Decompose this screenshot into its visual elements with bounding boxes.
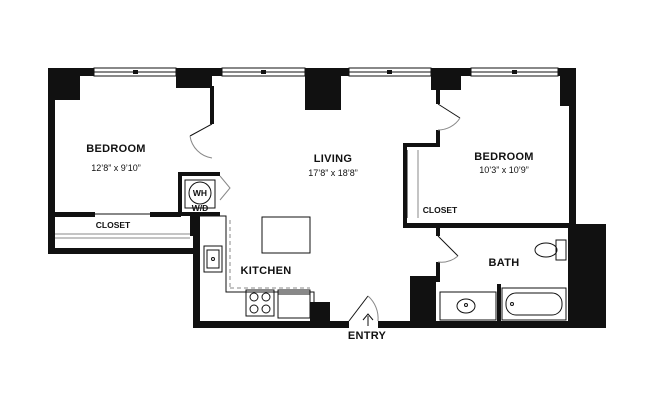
kitchen-name: KITCHEN bbox=[241, 265, 292, 277]
bath-fixtures bbox=[439, 239, 567, 321]
doors bbox=[55, 103, 461, 322]
interior-walls bbox=[55, 86, 569, 324]
closet-left-label: CLOSET bbox=[96, 220, 131, 230]
closet-right-label: CLOSET bbox=[423, 205, 458, 215]
bedroom-right-dims: 10’3” x 10’9” bbox=[479, 165, 529, 175]
bedroom-left-dims: 12’8” x 9’10” bbox=[91, 163, 141, 173]
entry-arrow-icon bbox=[362, 313, 374, 326]
washer-dryer-label: W/D bbox=[192, 203, 209, 213]
entry-label: ENTRY bbox=[348, 330, 387, 342]
living-dims: 17’8” x 18’8” bbox=[308, 168, 358, 178]
exterior-walls bbox=[48, 68, 606, 328]
bath-name: BATH bbox=[489, 257, 520, 269]
laundry-fixtures bbox=[184, 179, 216, 209]
living-name: LIVING bbox=[314, 153, 352, 165]
kitchen-fixtures bbox=[200, 215, 315, 321]
washer-heater-label: WH bbox=[193, 188, 207, 198]
windows bbox=[93, 67, 559, 77]
bedroom-right-name: BEDROOM bbox=[474, 151, 534, 163]
bedroom-left-name: BEDROOM bbox=[86, 143, 146, 155]
